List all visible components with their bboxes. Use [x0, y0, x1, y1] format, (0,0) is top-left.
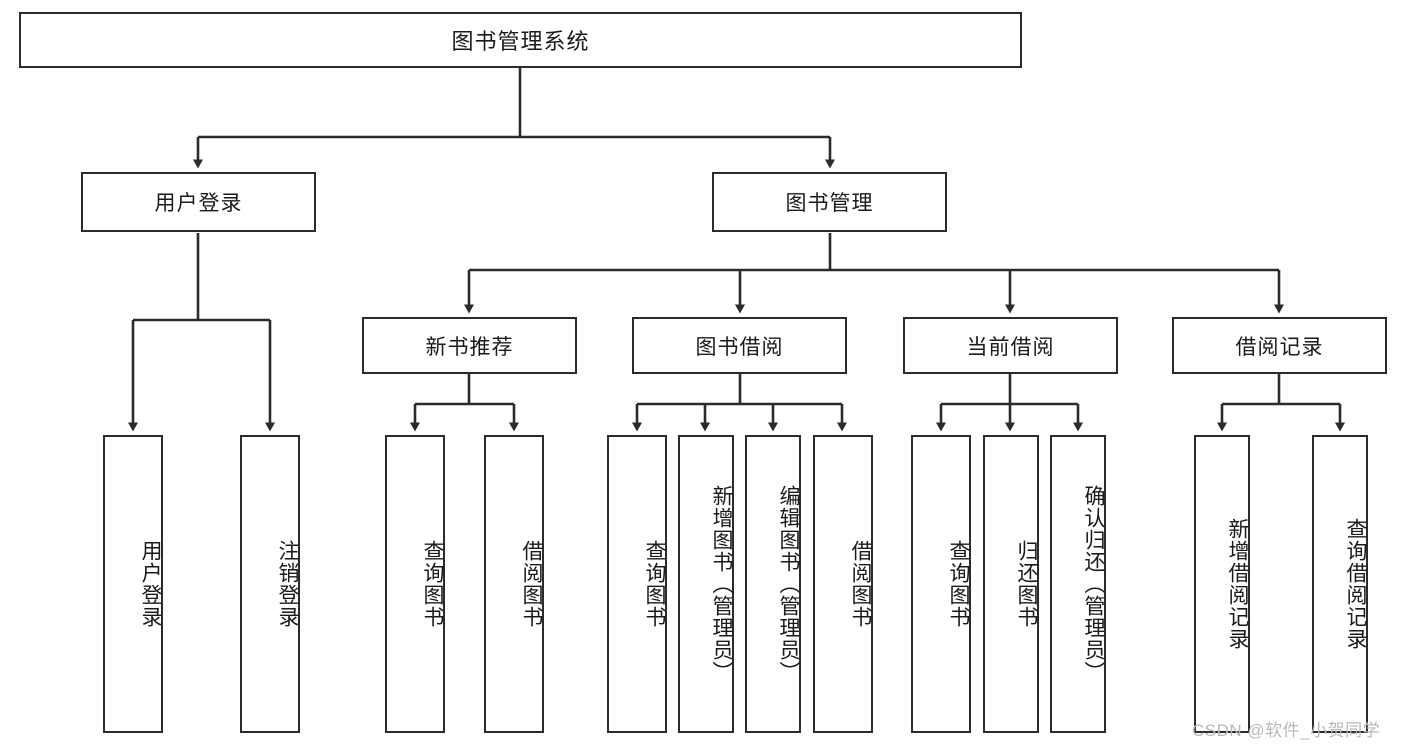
node-leaf-user-login-signin[interactable]: 用户登录 — [103, 435, 163, 733]
node-new-book-recommend-label: 新书推荐 — [425, 335, 514, 359]
node-leaf-current-borrow-query[interactable]: 查询图书 — [911, 435, 971, 733]
node-leaf-borrow-record-add[interactable]: 新增借阅记录 — [1194, 435, 1250, 733]
node-user-login[interactable]: 用户登录 — [81, 172, 316, 232]
node-book-manage[interactable]: 图书管理 — [712, 172, 947, 232]
node-leaf-current-borrow-confirm[interactable]: 确认归还（管理员） — [1050, 435, 1106, 733]
node-leaf-label: 查询图书 — [643, 540, 666, 628]
node-leaf-label: 新增图书（管理员） — [710, 485, 733, 683]
node-leaf-label: 用户登录 — [139, 540, 162, 628]
node-user-login-label: 用户登录 — [154, 192, 243, 215]
node-current-borrow[interactable]: 当前借阅 — [903, 317, 1118, 374]
node-borrow-record-label: 借阅记录 — [1235, 335, 1324, 359]
node-leaf-book-borrow-lend[interactable]: 借阅图书 — [813, 435, 873, 733]
node-current-borrow-label: 当前借阅 — [966, 335, 1055, 359]
node-leaf-label: 注销登录 — [276, 540, 299, 628]
node-new-book-recommend[interactable]: 新书推荐 — [362, 317, 577, 374]
node-leaf-label: 归还图书 — [1015, 540, 1038, 628]
node-leaf-book-borrow-query[interactable]: 查询图书 — [607, 435, 667, 733]
node-leaf-borrow-record-query[interactable]: 查询借阅记录 — [1312, 435, 1368, 733]
node-book-borrow[interactable]: 图书借阅 — [632, 317, 847, 374]
node-book-manage-label: 图书管理 — [785, 192, 874, 215]
node-borrow-record[interactable]: 借阅记录 — [1172, 317, 1387, 374]
node-leaf-label: 查询图书 — [421, 540, 444, 628]
node-root-system[interactable]: 图书管理系统 — [19, 12, 1022, 68]
node-leaf-label: 借阅图书 — [849, 540, 872, 628]
node-leaf-label: 查询借阅记录 — [1344, 518, 1367, 650]
node-leaf-current-borrow-return[interactable]: 归还图书 — [983, 435, 1039, 733]
node-leaf-label: 借阅图书 — [520, 540, 543, 628]
node-leaf-book-borrow-add[interactable]: 新增图书（管理员） — [678, 435, 734, 733]
node-book-borrow-label: 图书借阅 — [695, 335, 784, 359]
node-root-label: 图书管理系统 — [451, 29, 590, 54]
node-leaf-label: 查询图书 — [947, 540, 970, 628]
node-leaf-label: 新增借阅记录 — [1226, 518, 1249, 650]
node-leaf-user-login-signout[interactable]: 注销登录 — [240, 435, 300, 733]
node-leaf-new-book-query[interactable]: 查询图书 — [385, 435, 445, 733]
node-leaf-label: 确认归还（管理员） — [1082, 485, 1105, 683]
node-leaf-label: 编辑图书（管理员） — [777, 485, 800, 683]
node-leaf-book-borrow-edit[interactable]: 编辑图书（管理员） — [745, 435, 801, 733]
node-leaf-new-book-borrow[interactable]: 借阅图书 — [484, 435, 544, 733]
